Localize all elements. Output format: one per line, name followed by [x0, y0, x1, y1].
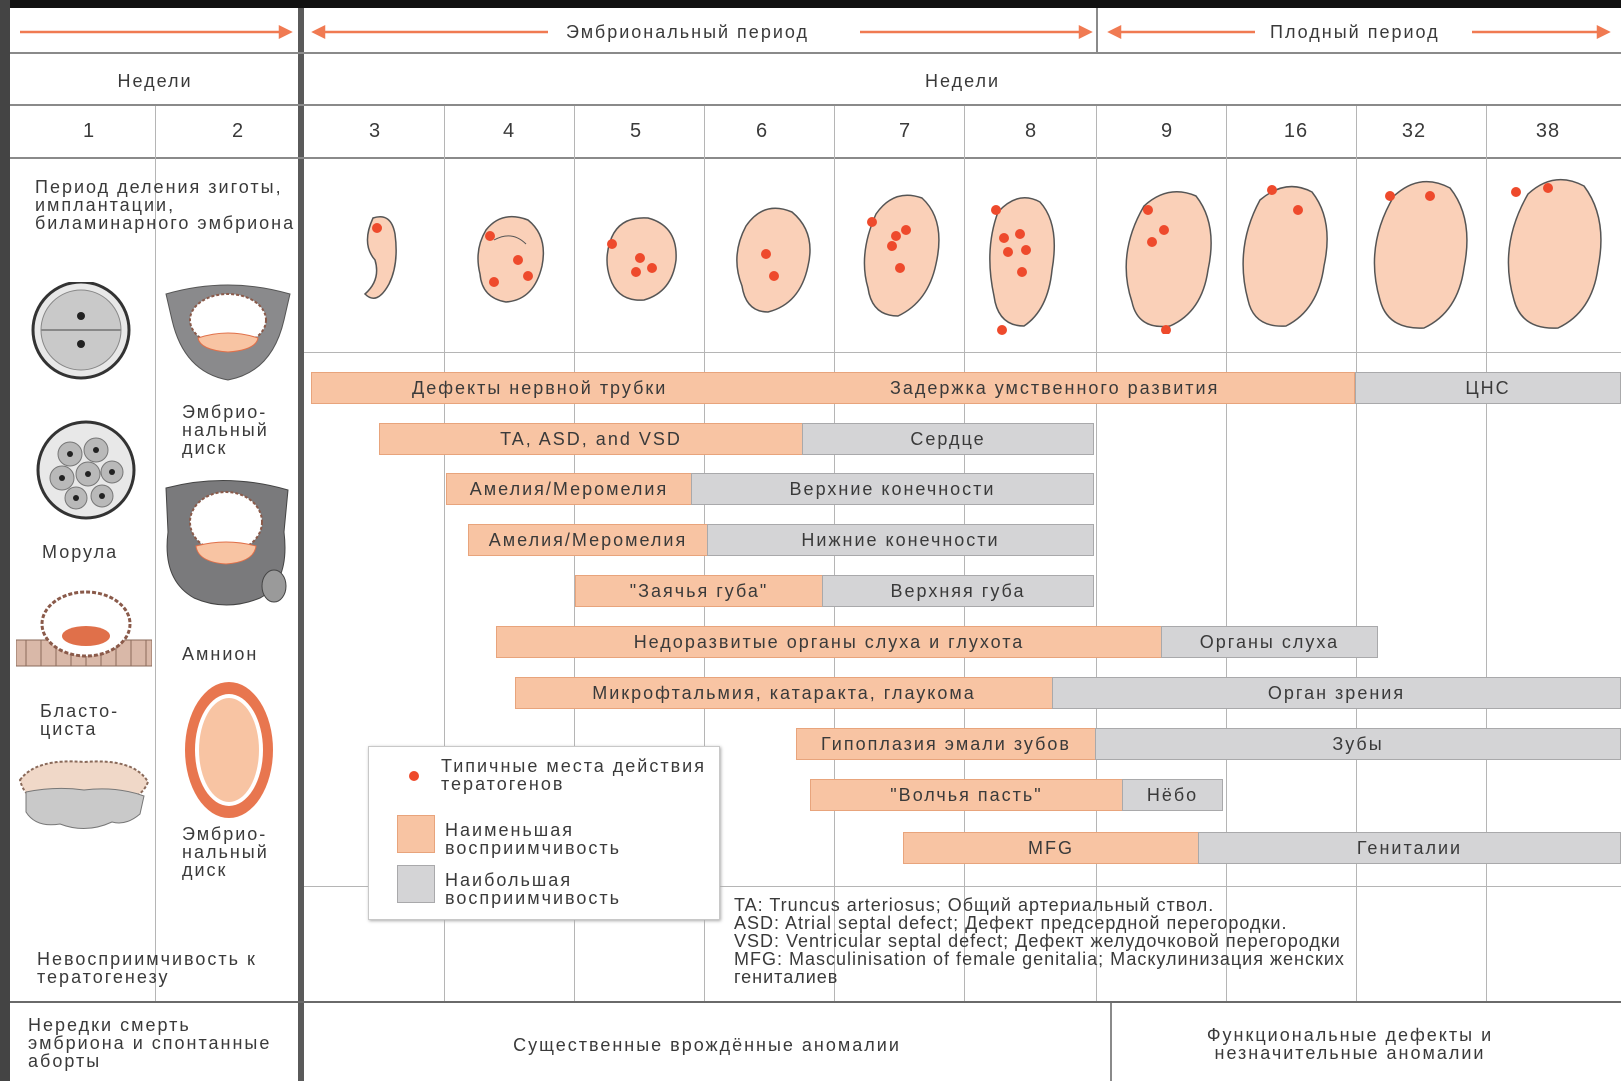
embryo-week-5	[600, 212, 684, 310]
note-mfg: MFG: Masculinisation of female genitalia…	[734, 950, 1614, 968]
bar-upper-lip-high: Верхняя губа	[822, 575, 1094, 607]
grid-col-8-9	[1096, 106, 1097, 1001]
week-38: 38	[1518, 120, 1578, 143]
bar-genitalia-high: Гениталии	[1198, 832, 1621, 864]
row-line-4	[304, 352, 1621, 353]
embryonic-disc-label-1: Эмбрио-нальный диск	[182, 403, 292, 457]
embryo-week-7	[850, 188, 946, 324]
grid-col-32-38	[1486, 106, 1487, 1001]
left-column-divider	[298, 8, 304, 1081]
fetal-period-label: Плодный период	[1266, 23, 1444, 41]
bar-genitalia-low: MFG	[903, 832, 1199, 864]
bar-palate-low: "Волчья пасть"	[810, 779, 1123, 811]
week-8: 8	[1001, 120, 1061, 143]
fetus-week-38	[1494, 170, 1610, 336]
amnion-illustration	[156, 472, 296, 612]
row-line-2	[10, 104, 1621, 106]
zygote-illustration	[28, 282, 138, 382]
blastocyst-label: Бласто-циста	[40, 702, 140, 738]
left-border	[0, 0, 10, 1081]
bar-teeth-low: Гипоплазия эмали зубов	[796, 728, 1096, 760]
embryonic-disc-illustration-1	[160, 280, 296, 384]
bar-heart-high: Сердце	[802, 423, 1094, 455]
legend-box: Типичные места действия тератогенов Наим…	[368, 746, 720, 920]
footer-middle-label: Существенные врождённые аномалии	[304, 1036, 1110, 1054]
insusceptibility-label: Невосприимчивость к тератогенезу	[37, 950, 297, 986]
note-ta: TA: Truncus arteriosus; Общий артериальн…	[734, 896, 1614, 914]
legend-most-swatch	[397, 865, 435, 903]
embryo-week-6	[728, 200, 818, 320]
embryonic-disc-illustration-2	[182, 678, 276, 822]
week-6: 6	[732, 120, 792, 143]
top-strip	[0, 0, 1621, 8]
blastocyst-implant-illustration	[16, 588, 152, 672]
fetus-week-16	[1232, 178, 1336, 334]
embryo-week-4	[472, 210, 552, 310]
period-title: Период деления зиготы, имплантации, била…	[35, 178, 305, 232]
row-line-6	[10, 1001, 1621, 1003]
bar-cns-low-1: Дефекты нервной трубки	[311, 372, 851, 404]
week-4: 4	[479, 120, 539, 143]
legend-dot-icon	[409, 771, 419, 781]
legend-dots-label: Типичные места действия тератогенов	[441, 757, 711, 793]
week-5: 5	[606, 120, 666, 143]
bar-vision-high: Орган зрения	[1052, 677, 1621, 709]
bar-lower-limbs-low: Амелия/Меромелия	[468, 524, 708, 556]
bar-hearing-low: Недоразвитые органы слуха и глухота	[496, 626, 1162, 658]
blastocyst-illustration	[16, 752, 152, 836]
note-asd: ASD: Atrial septal defect; Дефект предсе…	[734, 914, 1614, 932]
footer-right-label: Функциональные дефекты и незначительные …	[1150, 1026, 1550, 1062]
legend-least-swatch	[397, 815, 435, 853]
week-32: 32	[1384, 120, 1444, 143]
embryonic-disc-label-2: Эмбрио-нальный диск	[182, 825, 292, 879]
legend-most-label: Наибольшая восприимчивость	[445, 871, 705, 907]
morula-label: Морула	[42, 543, 118, 561]
week-7: 7	[875, 120, 935, 143]
week-2: 2	[208, 120, 268, 143]
note-mfg-cont: гениталиев	[734, 968, 1614, 986]
bar-lower-limbs-high: Нижние конечности	[707, 524, 1094, 556]
bar-heart-low: TA, ASD, and VSD	[379, 423, 803, 455]
footer-left-label: Нередки смерть эмбриона и спонтанные або…	[28, 1016, 278, 1070]
embryonic-period-label: Эмбриональный период	[562, 23, 813, 41]
bar-vision-low: Микрофтальмия, катаракта, глаукома	[515, 677, 1053, 709]
legend-least-label: Наименьшая восприимчивость	[445, 821, 705, 857]
week-16: 16	[1266, 120, 1326, 143]
amnion-label: Амнион	[182, 645, 258, 663]
bar-upper-limbs-high: Верхние конечности	[691, 473, 1094, 505]
bar-cns-low-2: Задержка умственного развития	[850, 372, 1355, 404]
bar-teeth-high: Зубы	[1095, 728, 1621, 760]
grid-col-16-32	[1356, 106, 1357, 1001]
bar-hearing-high: Органы слуха	[1161, 626, 1378, 658]
fetus-week-9	[1114, 184, 1218, 334]
week-9: 9	[1137, 120, 1197, 143]
bar-upper-lip-low: "Заячья губа"	[575, 575, 823, 607]
week-3: 3	[345, 120, 405, 143]
weeks-label-right: Недели	[304, 72, 1621, 90]
row-line-3	[10, 157, 1621, 159]
bar-cns-high: ЦНС	[1355, 372, 1621, 404]
embryo-week-8	[978, 190, 1068, 336]
abbreviation-notes: TA: Truncus arteriosus; Общий артериальн…	[734, 896, 1614, 986]
footer-divider	[1110, 1003, 1112, 1081]
morula-illustration	[34, 420, 138, 520]
fetus-week-32	[1362, 172, 1476, 336]
weeks-label-left: Недели	[10, 72, 300, 90]
note-vsd: VSD: Ventricular septal defect; Дефект ж…	[734, 932, 1614, 950]
embryo-week-3	[355, 210, 405, 310]
week-1: 1	[59, 120, 119, 143]
grid-col-9-16	[1226, 106, 1227, 1001]
bar-palate-high: Нёбо	[1122, 779, 1223, 811]
bar-upper-limbs-low: Амелия/Меромелия	[446, 473, 692, 505]
